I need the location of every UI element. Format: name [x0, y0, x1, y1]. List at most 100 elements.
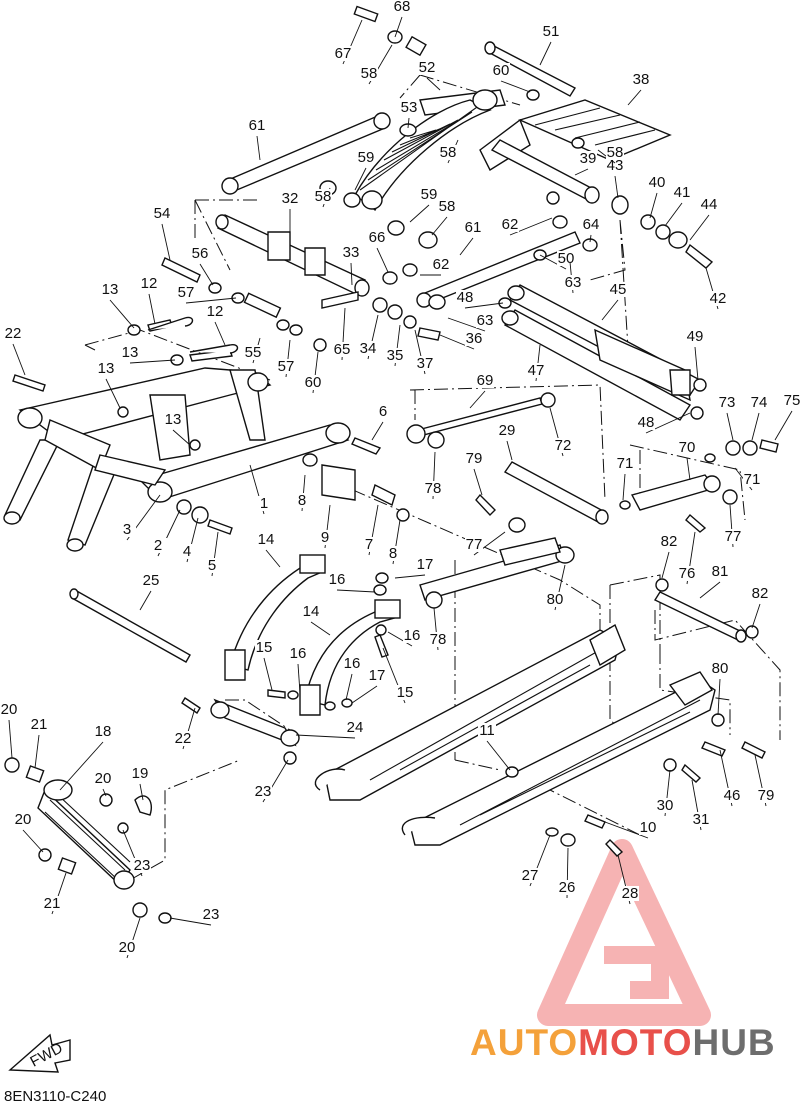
callout-leader-line: [376, 247, 389, 273]
callout-label-bg: [360, 537, 378, 552]
callout-leader-line: [686, 457, 691, 481]
callout-leader-line: [774, 410, 793, 441]
callout-label-bg: [632, 72, 650, 87]
callout-label-bg: [616, 456, 634, 471]
callout-label-bg: [140, 276, 158, 291]
rear-shock-52: [354, 89, 506, 212]
callout-leader-line: [574, 168, 589, 176]
callout-number-20: 20: [119, 939, 136, 956]
callout-number-23: 23: [255, 783, 272, 800]
callout-number-71: 71: [744, 471, 761, 488]
callout-number-17: 17: [369, 667, 386, 684]
callout-number-81: 81: [712, 563, 729, 580]
callout-number-76: 76: [679, 565, 696, 582]
callout-number-5: 5: [208, 557, 216, 574]
callout-number-1: 1: [260, 495, 268, 512]
callout-label-bg: [718, 395, 736, 410]
callout-number-41: 41: [674, 184, 691, 201]
bracket-38: [479, 99, 672, 172]
callout-label-bg: [492, 63, 510, 78]
callout-number-10: 10: [640, 819, 657, 836]
callout-leader-line: [8, 719, 13, 759]
callout-number-58: 58: [607, 144, 624, 161]
callout-number-61: 61: [465, 219, 482, 236]
callout-label-bg: [177, 285, 195, 300]
callout-label-bg: [316, 530, 334, 545]
callout-number-67: 67: [335, 45, 352, 62]
callout-label-bg: [118, 940, 136, 955]
callout-number-57: 57: [278, 358, 295, 375]
callout-label-bg: [464, 220, 482, 235]
callout-number-62: 62: [502, 216, 519, 233]
callout-label-bg: [438, 199, 456, 214]
callout-leader-line: [394, 16, 403, 38]
callout-number-18: 18: [95, 723, 112, 740]
callout-label-bg: [637, 415, 655, 430]
callout-number-42: 42: [710, 290, 727, 307]
callout-label-bg: [403, 628, 421, 643]
callout-number-58: 58: [440, 144, 457, 161]
callout-label-bg: [564, 275, 582, 290]
callout-leader-line: [694, 346, 699, 381]
callout-number-13: 13: [165, 411, 182, 428]
callout-number-15: 15: [397, 684, 414, 701]
callout-number-74: 74: [751, 394, 768, 411]
callout-label-bg: [606, 158, 624, 173]
callout-number-29: 29: [499, 422, 516, 439]
callout-number-58: 58: [361, 65, 378, 82]
callout-number-59: 59: [421, 186, 438, 203]
callout-leader-line: [486, 740, 511, 771]
callout-number-77: 77: [725, 528, 742, 545]
callout-label-bg: [396, 685, 414, 700]
callout-leader-line: [426, 77, 441, 91]
callout-number-72: 72: [555, 437, 572, 454]
slide-rails: [314, 623, 716, 846]
shaft-39: [490, 139, 600, 204]
callout-leader-line: [539, 254, 567, 270]
callout-label-bg: [94, 771, 112, 786]
callout-label-bg: [678, 440, 696, 455]
callout-label-bg: [328, 572, 346, 587]
callout-leader-line: [139, 783, 144, 801]
callout-leader-line: [407, 117, 410, 129]
callout-number-4: 4: [183, 543, 191, 560]
callout-label-bg: [0, 702, 18, 717]
callout-number-64: 64: [583, 216, 600, 233]
callout-label-bg: [368, 668, 386, 683]
callout-label-bg: [178, 544, 196, 559]
callout-label-bg: [673, 185, 691, 200]
callout-leader-line: [717, 678, 721, 716]
callout-label-bg: [257, 532, 275, 547]
callout-number-16: 16: [404, 627, 421, 644]
callout-leader-line: [439, 334, 475, 350]
callout-leader-line: [464, 302, 504, 309]
callout-number-63: 63: [565, 274, 582, 291]
callout-label-bg: [346, 720, 364, 735]
callout-number-19: 19: [132, 765, 149, 782]
rod-51: [484, 41, 576, 97]
callout-leader-line: [129, 359, 176, 364]
callout-leader-line: [310, 621, 331, 636]
callout-label-bg: [255, 496, 273, 511]
rod-61-upper: [221, 112, 391, 195]
callout-leader-line: [500, 80, 531, 93]
callout-label-bg: [14, 812, 32, 827]
front-arm-assembly: [3, 367, 351, 552]
callout-leader-line: [447, 317, 486, 332]
callout-number-51: 51: [543, 23, 560, 40]
callout-label-bg: [357, 150, 375, 165]
callout-number-14: 14: [258, 531, 275, 548]
callout-label-bg: [609, 282, 627, 297]
callout-number-43: 43: [607, 157, 624, 174]
callout-label-bg: [255, 640, 273, 655]
callout-number-53: 53: [401, 99, 418, 116]
callout-leader-line: [726, 412, 734, 441]
callout-label-bg: [248, 118, 266, 133]
callout-label-bg: [542, 24, 560, 39]
callout-number-82: 82: [752, 585, 769, 602]
callout-label-bg: [386, 348, 404, 363]
callout-number-78: 78: [425, 480, 442, 497]
callout-leader-line: [22, 829, 44, 853]
fwd-arrow-icon: FWD: [8, 1033, 71, 1073]
watermark-part-moto: MOTO: [578, 1022, 693, 1063]
